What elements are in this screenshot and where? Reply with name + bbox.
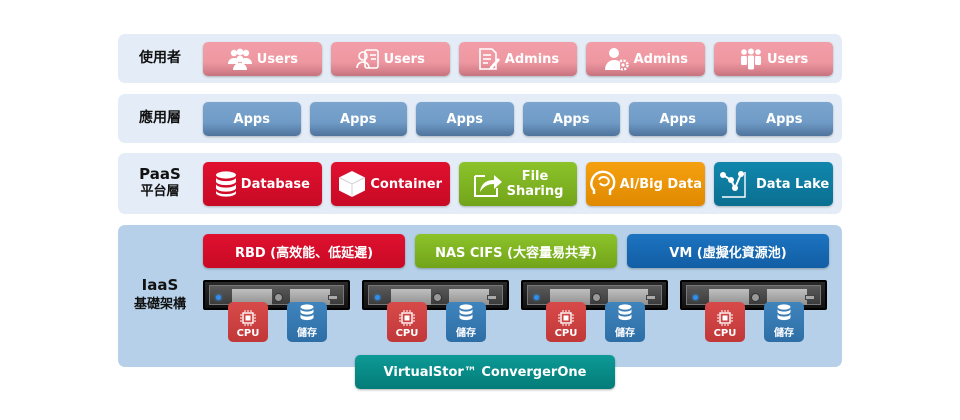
cpu-label: CPU <box>236 328 260 339</box>
user-group-icon <box>227 48 252 70</box>
admins-button-1[interactable]: Admins <box>458 42 578 76</box>
cpu-icon <box>717 310 733 326</box>
container-button[interactable]: Container <box>330 162 450 206</box>
users-button-2-label: Users <box>383 51 425 67</box>
cpu-label: CPU <box>395 328 419 339</box>
apps-button-label: Apps <box>340 111 377 127</box>
cpu-badge: CPU <box>228 302 268 342</box>
database-button[interactable]: Database <box>203 162 322 206</box>
storage-label: 儲存 <box>774 328 794 339</box>
product-name: VirtualStor™ ConvergerOne <box>383 364 587 380</box>
iaas-layer-label: IaaS 基礎架構 <box>118 275 202 315</box>
users-layer: 使用者 Users Users Admins Admins Users <box>118 34 842 83</box>
server-chassis-icon <box>680 280 827 310</box>
apps-button-3[interactable]: Apps <box>416 102 514 136</box>
apps-button-label: Apps <box>446 111 483 127</box>
cpu-icon <box>240 310 256 326</box>
apps-button-label: Apps <box>659 111 696 127</box>
cpu-icon <box>558 310 574 326</box>
nas-cifs-service-label: NAS CIFS (大容量易共享) <box>435 245 597 261</box>
apps-button-1[interactable]: Apps <box>203 102 301 136</box>
storage-badge: 儲存 <box>764 302 804 342</box>
storage-label: 儲存 <box>297 328 317 339</box>
team-icon <box>740 48 761 70</box>
cpu-badge: CPU <box>387 302 427 342</box>
server-chassis-icon <box>521 280 668 310</box>
storage-badge: 儲存 <box>446 302 486 342</box>
product-name-bar: VirtualStor™ ConvergerOne <box>355 355 615 389</box>
cube-icon <box>339 171 366 197</box>
storage-label: 儲存 <box>456 328 476 339</box>
server-node-2: CPU 儲存 <box>362 280 509 342</box>
storage-icon <box>777 304 791 321</box>
user-card-icon <box>355 49 379 69</box>
apps-button-label: Apps <box>766 111 803 127</box>
vm-service-button[interactable]: VM (虛擬化資源池) <box>627 234 829 268</box>
server-chassis-icon <box>362 280 509 310</box>
data-lake-label: Data Lake <box>755 176 830 192</box>
database-label: Database <box>240 176 310 192</box>
paas-layer: PaaS 平台層 Database Container File Sharing… <box>118 153 842 214</box>
apps-button-5[interactable]: Apps <box>629 102 727 136</box>
storage-label: 儲存 <box>615 328 635 339</box>
share-icon <box>473 175 502 197</box>
admins-button-2[interactable]: Admins <box>586 42 706 76</box>
iaas-label-line2: 基礎架構 <box>133 297 186 312</box>
server-chassis-icon <box>203 280 350 310</box>
cpu-icon <box>399 310 415 326</box>
apps-layer-label: 應用層 <box>139 110 181 126</box>
file-sharing-label: File Sharing <box>507 169 564 199</box>
cpu-badge: CPU <box>546 302 586 342</box>
iaas-label-line1: IaaS <box>141 276 179 294</box>
storage-icon <box>459 304 473 321</box>
users-button-2[interactable]: Users <box>330 42 450 76</box>
users-button-3[interactable]: Users <box>714 42 833 76</box>
apps-button-label: Apps <box>233 111 270 127</box>
server-node-4: CPU 儲存 <box>680 280 827 342</box>
server-node-3: CPU 儲存 <box>521 280 668 342</box>
storage-badge: 儲存 <box>605 302 645 342</box>
apps-button-4[interactable]: Apps <box>522 102 620 136</box>
storage-badge: 儲存 <box>287 302 327 342</box>
nas-cifs-service-button[interactable]: NAS CIFS (大容量易共享) <box>415 234 617 268</box>
storage-icon <box>300 304 314 321</box>
user-gear-icon <box>604 48 629 71</box>
rbd-service-label: RBD (高效能、低延遲) <box>234 245 374 261</box>
apps-layer: 應用層 Apps Apps Apps Apps Apps Apps <box>118 94 842 143</box>
ai-big-data-button[interactable]: AI/Big Data <box>586 162 706 206</box>
apps-button-6[interactable]: Apps <box>735 102 833 136</box>
cpu-label: CPU <box>554 328 578 339</box>
storage-icon <box>618 304 632 321</box>
users-layer-label: 使用者 <box>139 50 181 66</box>
users-button-1-label: Users <box>256 51 299 67</box>
data-lake-button[interactable]: Data Lake <box>714 162 833 206</box>
document-edit-icon <box>478 48 500 70</box>
server-node-1: CPU 儲存 <box>203 280 350 342</box>
apps-button-2[interactable]: Apps <box>309 102 407 136</box>
admins-button-2-label: Admins <box>633 51 688 67</box>
cpu-label: CPU <box>713 328 737 339</box>
container-label: Container <box>370 176 443 192</box>
brain-head-icon <box>589 170 615 195</box>
cpu-badge: CPU <box>705 302 745 342</box>
iaas-layer: IaaS 基礎架構 RBD (高效能、低延遲) NAS CIFS (大容量易共享… <box>118 225 842 367</box>
paas-layer-label: PaaS 平台層 <box>118 166 202 200</box>
paas-label-line1: PaaS <box>139 165 181 183</box>
vm-service-label: VM (虛擬化資源池) <box>669 245 787 261</box>
graph-icon <box>719 171 746 198</box>
database-icon <box>215 171 236 197</box>
rbd-service-button[interactable]: RBD (高效能、低延遲) <box>203 234 405 268</box>
file-sharing-button[interactable]: File Sharing <box>458 162 578 206</box>
file-sharing-label-line2: Sharing <box>506 184 564 199</box>
users-button-1[interactable]: Users <box>203 42 322 76</box>
admins-button-1-label: Admins <box>504 51 560 67</box>
users-button-3-label: Users <box>766 51 809 67</box>
file-sharing-label-line1: File <box>521 169 549 184</box>
paas-label-line2: 平台層 <box>140 184 180 199</box>
apps-button-label: Apps <box>553 111 590 127</box>
ai-big-data-label: AI/Big Data <box>619 176 702 192</box>
